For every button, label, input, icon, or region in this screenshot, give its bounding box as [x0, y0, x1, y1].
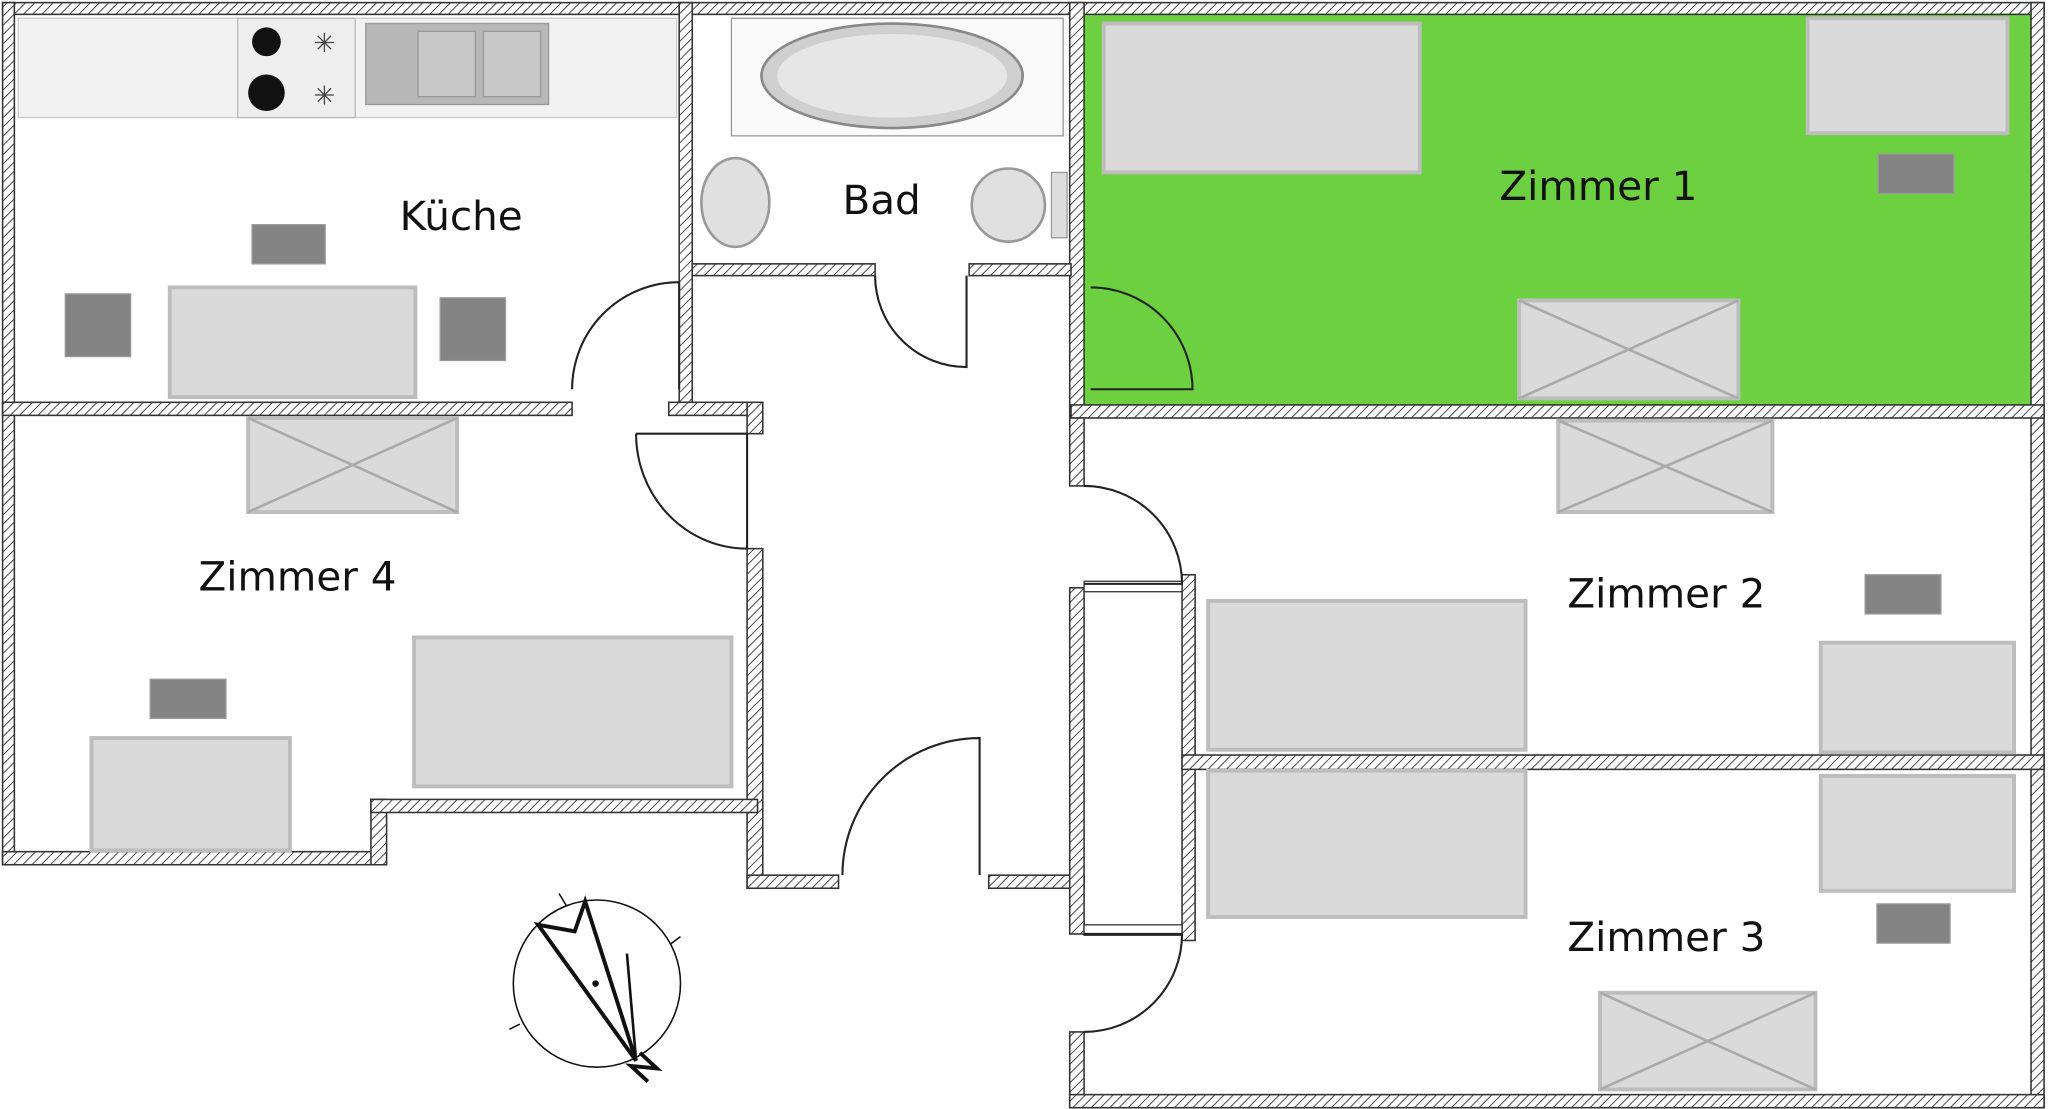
- desk: [89, 736, 292, 853]
- wardrobe: [1556, 418, 1775, 515]
- room-label-room4: Zimmer 4: [199, 552, 397, 600]
- chair: [1864, 574, 1942, 615]
- stove-burner: [252, 27, 281, 57]
- chair: [251, 224, 326, 265]
- bed: [412, 635, 734, 789]
- desk: [1805, 16, 2010, 136]
- bed: [1206, 598, 1528, 752]
- wardrobe: [246, 416, 460, 515]
- bed: [1206, 768, 1528, 919]
- toilet: [970, 167, 1047, 243]
- chair: [1877, 153, 1955, 194]
- desk: [1818, 640, 2016, 755]
- room-label-room3: Zimmer 3: [1567, 913, 1765, 961]
- bed: [1101, 21, 1422, 175]
- compass-icon: [509, 893, 682, 1084]
- stove-burner: [248, 74, 285, 112]
- desk: [1818, 773, 2016, 893]
- chair: [149, 678, 227, 720]
- washbasin: [700, 156, 771, 249]
- wardrobe: [1598, 990, 1818, 1092]
- svg-text:✳: ✳: [313, 81, 335, 110]
- svg-text:✳: ✳: [313, 29, 335, 58]
- chair: [64, 293, 132, 358]
- kitchen-counter: ✳ ✳: [17, 17, 678, 119]
- kitchen-table: [167, 285, 418, 400]
- chair: [1876, 903, 1951, 944]
- room-label-room1[interactable]: Zimmer 1: [1499, 162, 1697, 210]
- room-label-kitchen: Küche: [400, 192, 523, 240]
- doors: [571, 275, 1194, 1033]
- room-label-bath: Bad: [842, 176, 920, 224]
- chair: [439, 297, 507, 362]
- wardrobe: [1517, 298, 1741, 401]
- room-label-room2: Zimmer 2: [1567, 569, 1765, 617]
